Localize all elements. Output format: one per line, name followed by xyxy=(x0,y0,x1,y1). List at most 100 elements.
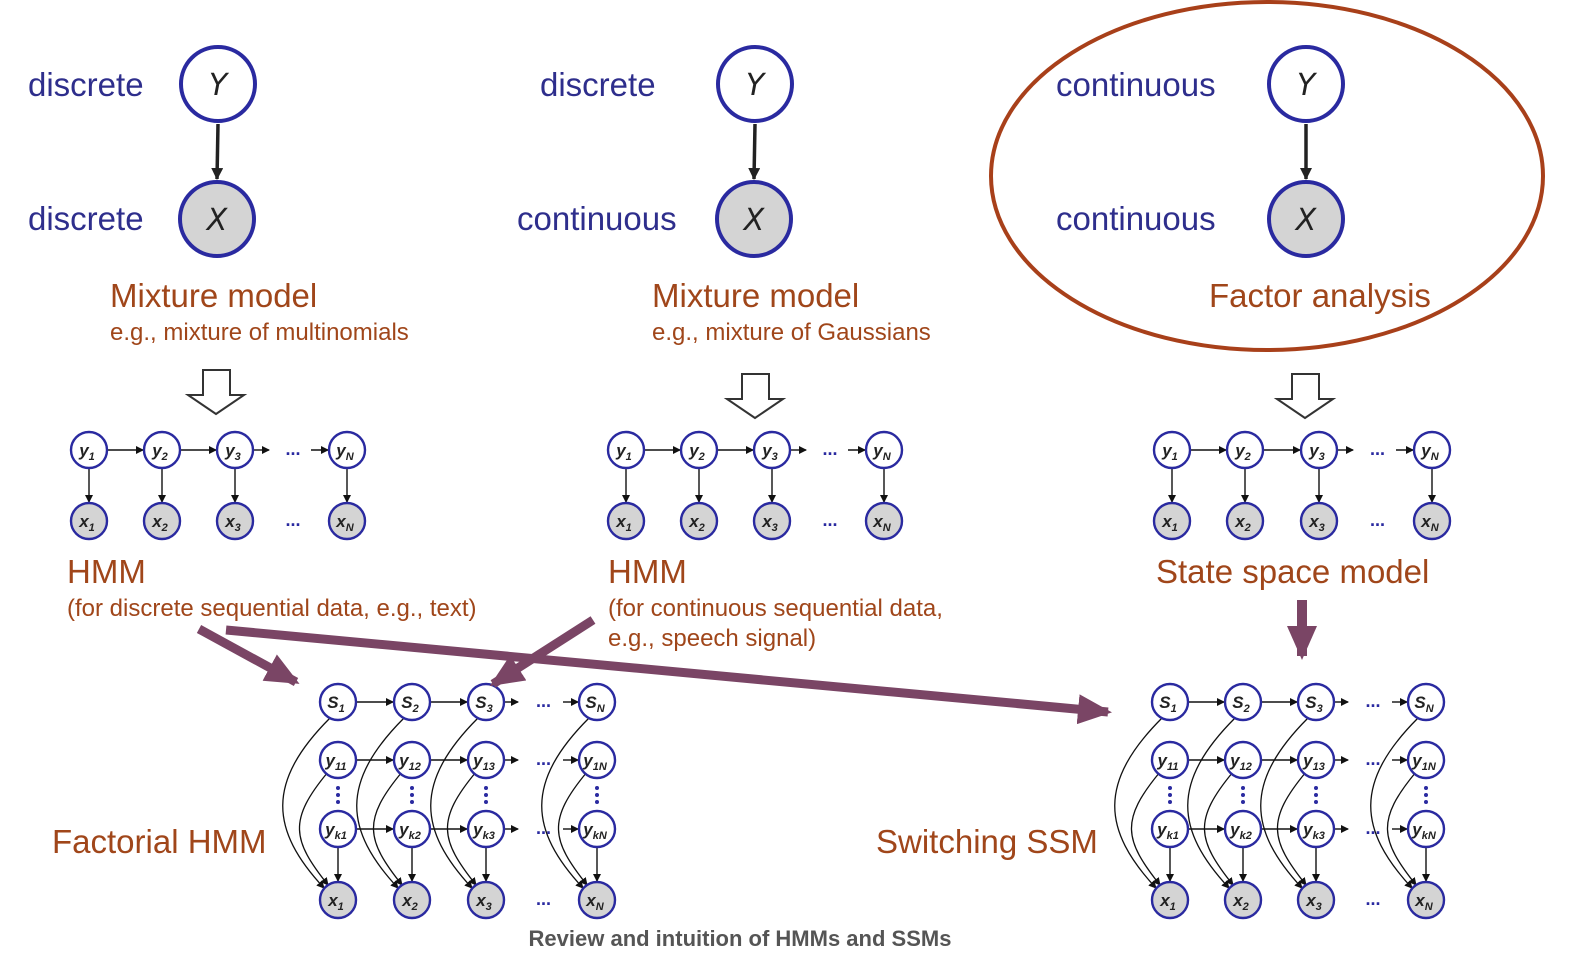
ellipsis-observed: ... xyxy=(1370,510,1385,530)
observed-node xyxy=(178,180,256,258)
chaink-node-yk2-label: yk2 xyxy=(398,820,421,842)
chain1-to-observed-edge xyxy=(1386,771,1417,886)
latent-node-y1-label: y1 xyxy=(78,441,95,463)
chain1-node-y11-label: y11 xyxy=(325,751,347,773)
latent-node-y2 xyxy=(142,430,182,470)
observed-node-xN-label: xN xyxy=(1414,891,1433,913)
latent-node-y2-label: y2 xyxy=(1234,441,1251,463)
latent-node-y1 xyxy=(69,430,109,470)
switch-node-S1-label: S1 xyxy=(327,693,344,715)
model-title: Mixture model xyxy=(652,277,859,314)
switch-node-SN xyxy=(1406,682,1446,722)
factorial-hmm-title: Factorial HMM xyxy=(52,823,267,860)
sequence-model-title: HMM xyxy=(67,553,146,590)
observed-node-x3 xyxy=(215,501,255,541)
latent-node-y2-label: y2 xyxy=(688,441,705,463)
hollow-down-arrow-3 xyxy=(1273,373,1337,420)
observed-node-x1 xyxy=(1150,880,1190,920)
ellipsis-row-1: ... xyxy=(536,691,551,711)
switch-node-SN-label: SN xyxy=(585,693,605,715)
factorial-hmm-network: ............S1y11yk1x1S2y12yk2x2S3y13yk3… xyxy=(282,682,617,920)
vertical-ellipsis xyxy=(1314,786,1318,804)
chaink-node-ykN xyxy=(577,809,617,849)
observed-type-label: discrete xyxy=(28,200,144,237)
top-model-1: discrete discrete Y X Mixture model e.g.… xyxy=(28,45,409,346)
chain1-node-y13-label: y13 xyxy=(1302,751,1325,773)
observed-node-x2-label: x2 xyxy=(401,891,418,913)
chain1-node-y11 xyxy=(318,740,358,780)
chaink-node-yk1 xyxy=(318,809,358,849)
latent-node-y1 xyxy=(1152,430,1192,470)
latent-type-label: discrete xyxy=(540,66,656,103)
observed-node-x2 xyxy=(1223,880,1263,920)
model-title: Factor analysis xyxy=(1209,277,1431,314)
sequence-model-subtitle-line-1: (for continuous sequential data, xyxy=(608,595,943,622)
chaink-node-yk2-label: yk2 xyxy=(1229,820,1252,842)
observed-node-x2 xyxy=(142,501,182,541)
vertical-ellipsis xyxy=(595,786,599,804)
switching-ssm-title: Switching SSM xyxy=(876,823,1098,860)
observed-node-xN-label: xN xyxy=(1420,512,1439,534)
observed-node-label: X xyxy=(742,203,766,238)
chain1-to-observed-edge xyxy=(298,771,329,886)
latent-node-y3 xyxy=(215,430,255,470)
observed-node-x3 xyxy=(752,501,792,541)
model-subtitle: e.g., mixture of multinomials xyxy=(110,319,409,346)
latent-type-label: continuous xyxy=(1056,66,1216,103)
latent-node-label: Y xyxy=(1297,68,1318,103)
latent-node-yN xyxy=(1412,430,1452,470)
latent-node-y1 xyxy=(606,430,646,470)
observed-type-label: continuous xyxy=(1056,200,1216,237)
big-arrow-hmm1-to-factorial xyxy=(196,625,300,686)
observed-node-xN-label: xN xyxy=(585,891,604,913)
switch-node-S2-label: S2 xyxy=(1232,693,1249,715)
latent-node-yN xyxy=(327,430,367,470)
chaink-node-yk1 xyxy=(1150,809,1190,849)
switch-node-S1 xyxy=(1150,682,1190,722)
observed-node-x3-label: x3 xyxy=(1308,512,1325,534)
sequence-model-subtitle: (for discrete sequential data, e.g., tex… xyxy=(67,595,477,622)
chaink-node-yk3 xyxy=(1296,809,1336,849)
latent-node-label: Y xyxy=(746,68,767,103)
switch-to-observed-edge xyxy=(1370,717,1419,889)
latent-node-yN-label: yN xyxy=(335,441,354,463)
ellipsis-latent: ... xyxy=(285,439,300,459)
observed-node-xN-label: xN xyxy=(335,512,354,534)
vertical-ellipsis xyxy=(1424,786,1428,804)
latent-node-y3-label: y3 xyxy=(1308,441,1325,463)
observed-node-x1-label: x1 xyxy=(1159,891,1176,913)
chain1-node-y13 xyxy=(466,740,506,780)
latent-node-y2-label: y2 xyxy=(151,441,168,463)
chain1-node-y12 xyxy=(1223,740,1263,780)
ellipsis-latent: ... xyxy=(822,439,837,459)
latent-node-y2 xyxy=(1225,430,1265,470)
switch-to-observed-edge xyxy=(1187,717,1236,889)
chaink-node-ykN xyxy=(1406,809,1446,849)
switch-node-S2 xyxy=(392,682,432,722)
latent-node-y3-label: y3 xyxy=(761,441,778,463)
latent-node-y1-label: y1 xyxy=(1161,441,1178,463)
switch-node-S2-label: S2 xyxy=(401,693,418,715)
latent-node-y3 xyxy=(1299,430,1339,470)
observed-node-x2-label: x2 xyxy=(1234,512,1251,534)
chaink-node-yk1-label: yk1 xyxy=(324,820,347,842)
chain1-node-y12-label: y12 xyxy=(1229,751,1252,773)
switch-node-S3 xyxy=(466,682,506,722)
chaink-node-yk2 xyxy=(1223,809,1263,849)
switching-networks: ............S1y11yk1x1S2y12yk2x2S3y13yk3… xyxy=(282,682,1446,920)
observed-node-xN xyxy=(327,501,367,541)
vertical-ellipsis xyxy=(1168,786,1172,804)
edge-y-to-x xyxy=(748,123,761,180)
chaink-node-yk2 xyxy=(392,809,432,849)
edge-y-to-x xyxy=(211,123,224,180)
chaink-node-yk3-label: yk3 xyxy=(1302,820,1325,842)
observed-node-x3-label: x3 xyxy=(1305,891,1322,913)
vertical-ellipsis xyxy=(410,786,414,804)
latent-node-yN xyxy=(864,430,904,470)
ellipsis-row-2: ... xyxy=(1365,749,1380,769)
observed-node-xN xyxy=(1406,880,1446,920)
chain1-node-y1N xyxy=(1406,740,1446,780)
observed-node-label: X xyxy=(1294,203,1318,238)
chaink-node-yk3 xyxy=(466,809,506,849)
